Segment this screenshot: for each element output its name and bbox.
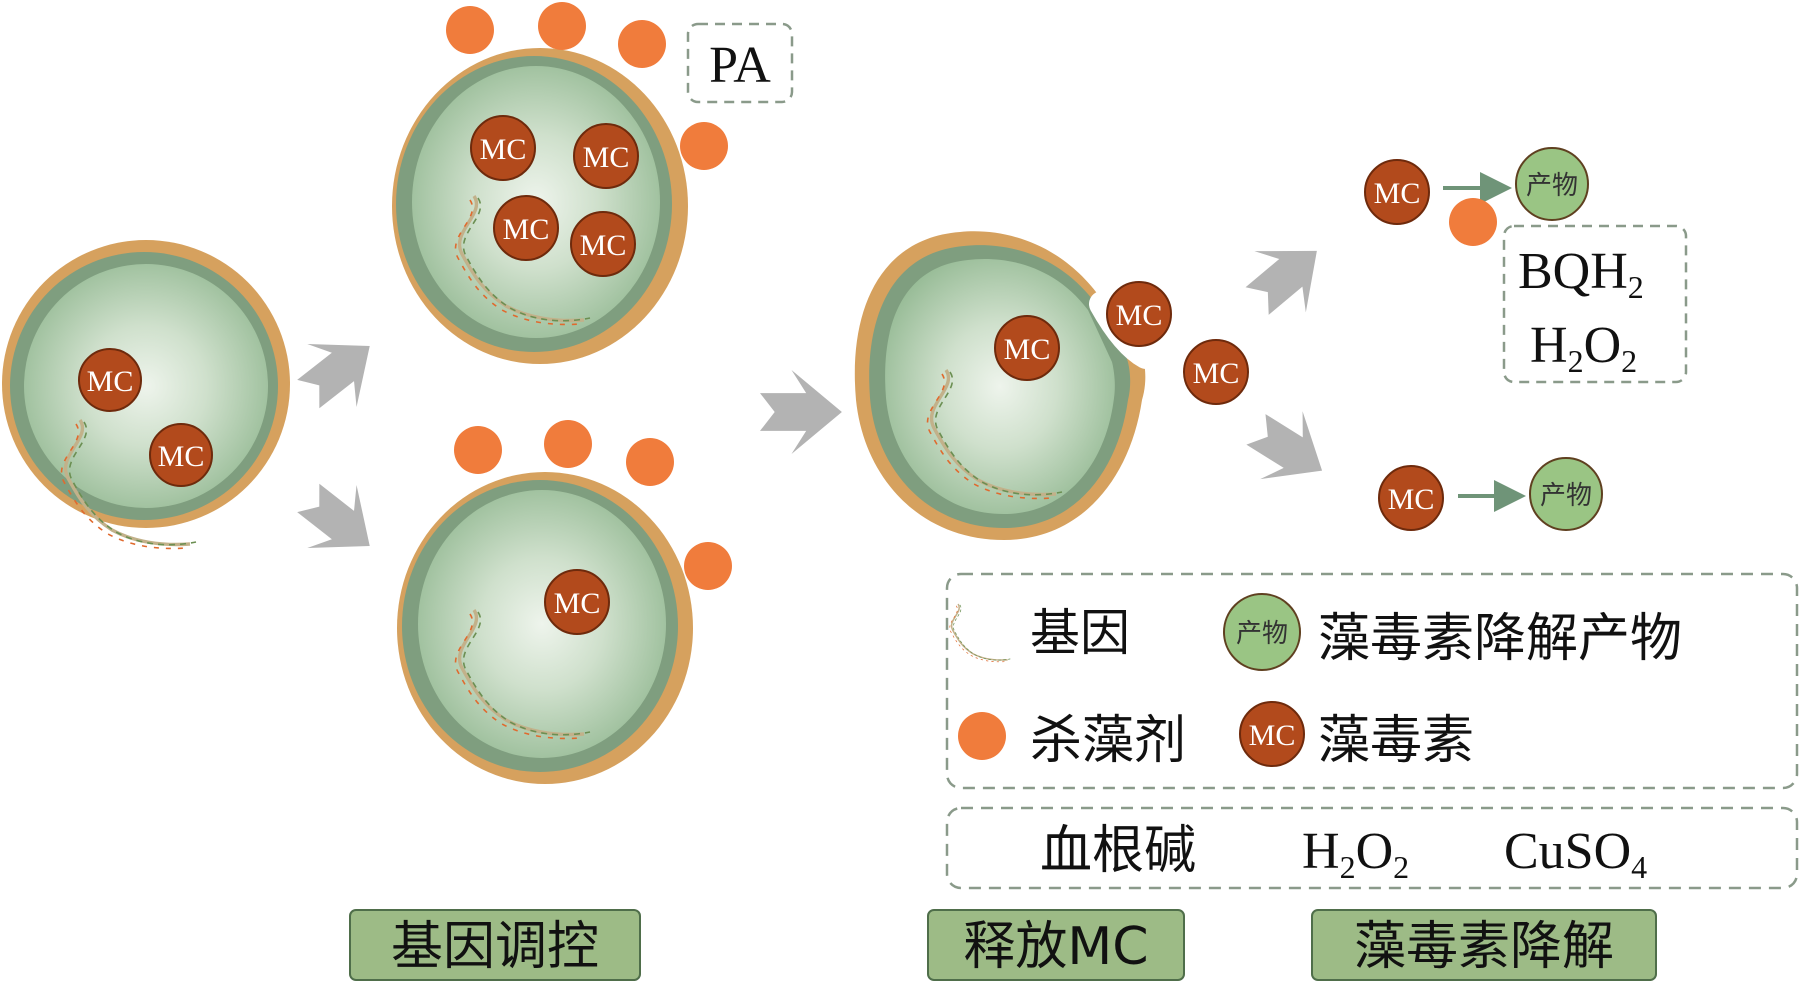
mc-toxin: MC [544, 569, 610, 635]
mc-toxin-released: MC [1183, 339, 1249, 405]
svg-text:藻毒素降解: 藻毒素降解 [1354, 917, 1614, 977]
mc-toxin: MC [78, 348, 142, 412]
svg-text:MC: MC [87, 365, 134, 398]
degradation-path-bottom: MC 产物 [1378, 457, 1603, 531]
svg-text:MC: MC [554, 587, 601, 620]
svg-text:MC: MC [583, 141, 630, 174]
svg-text:MC: MC [1388, 483, 1435, 516]
svg-text:MC: MC [1374, 177, 1421, 210]
svg-text:MC: MC [503, 213, 550, 246]
legend-algicide-icon [958, 712, 1006, 760]
cell-initial: MC MC [2, 240, 290, 551]
legend-toxin: 藻毒素 [1318, 711, 1474, 771]
svg-text:MC: MC [1193, 357, 1240, 390]
svg-text:MC: MC [158, 440, 205, 473]
mc-toxin: MC [1364, 159, 1430, 225]
legend-toxin-icon: MC [1239, 701, 1305, 767]
bqh2-label: BQH2 [1518, 243, 1644, 305]
svg-text:基因调控: 基因调控 [391, 917, 599, 977]
degradation-path-top: MC 产物 [1364, 147, 1589, 246]
legend-box: 基因 产物 藻毒素降解产物 杀藻剂 MC 藻毒素 [945, 572, 1799, 790]
mc-toxin: MC [149, 423, 213, 487]
arrow-up-right [283, 314, 395, 426]
stage-toxin-degradation: 藻毒素降解 [1311, 909, 1657, 981]
arrow-right [760, 370, 842, 454]
svg-text:产物: 产物 [1526, 171, 1578, 201]
degradation-product: 产物 [1515, 147, 1589, 221]
stage-release-mc: 释放MC [927, 909, 1185, 981]
cell-top-gene-regulated: MC MC MC MC [392, 48, 688, 364]
svg-text:MC: MC [580, 229, 627, 262]
svg-text:产物: 产物 [1236, 619, 1288, 649]
reagent-berberine: 血根碱 [1040, 821, 1196, 881]
mc-toxin: MC [493, 195, 559, 261]
stage-gene-regulation: 基因调控 [349, 909, 641, 981]
mc-toxin: MC [1378, 465, 1444, 531]
mc-toxin: MC [570, 211, 636, 277]
svg-text:释放MC: 释放MC [963, 917, 1148, 977]
mc-toxin: MC [994, 315, 1060, 381]
mc-toxin: MC [573, 123, 639, 189]
legend-gene: 基因 [1030, 604, 1130, 662]
reagent-box: 血根碱 H2O2 CuSO4 [945, 806, 1799, 890]
svg-text:MC: MC [480, 133, 527, 166]
algicide-particle [1449, 198, 1497, 246]
mc-toxin: MC [470, 115, 536, 181]
legend-product-icon: 产物 [1223, 593, 1301, 671]
degradation-product: 产物 [1529, 457, 1603, 531]
arrow-down-right [283, 466, 395, 578]
gene-dna-icon [949, 603, 1012, 663]
legend-degradation-product: 藻毒素降解产物 [1318, 609, 1682, 669]
reagent-cuso4: CuSO4 [1504, 823, 1647, 885]
arrow-down-right [1234, 395, 1344, 505]
h2o2-label: H2O2 [1530, 317, 1637, 379]
svg-text:产物: 产物 [1540, 481, 1592, 511]
mc-toxin-released: MC [1106, 281, 1172, 347]
cell-releasing-mc: MC [854, 231, 1159, 540]
svg-text:MC: MC [1004, 333, 1051, 366]
legend-algicide: 杀藻剂 [1030, 711, 1186, 771]
oxidant-box: BQH2 H2O2 [1502, 224, 1688, 384]
algicide-particles-top [446, 2, 728, 170]
pa-label: PA [709, 37, 771, 94]
algicide-particles-bottom [454, 420, 732, 590]
arrow-up-right [1231, 220, 1343, 332]
reagent-h2o2: H2O2 [1302, 823, 1409, 885]
pa-label-box: PA [686, 22, 794, 104]
svg-text:MC: MC [1116, 299, 1163, 332]
svg-text:MC: MC [1249, 719, 1296, 752]
cell-bottom-gene-regulated: MC [397, 472, 693, 784]
